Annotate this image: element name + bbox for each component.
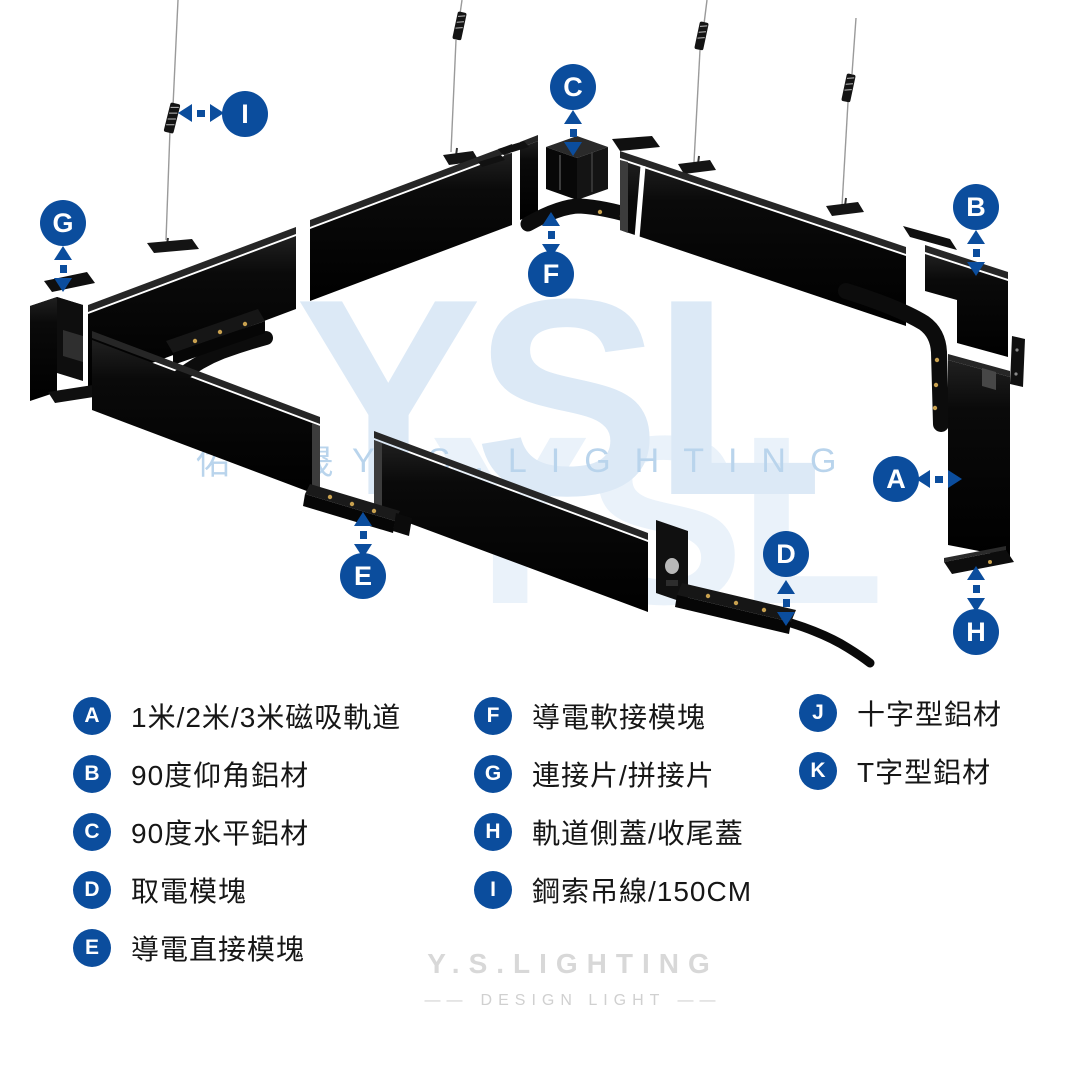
callout-arrow-g bbox=[52, 246, 74, 292]
legend-item-f: F 導電軟接模塊 bbox=[474, 687, 752, 745]
legend-item-d: D 取電模塊 bbox=[73, 861, 401, 919]
legend-item-c: C 90度水平鋁材 bbox=[73, 803, 401, 861]
legend-badge-c: C bbox=[73, 813, 111, 851]
diagram-badge-i: I bbox=[222, 91, 268, 137]
elevation-corner-piece bbox=[925, 245, 1008, 357]
back-right-track-rail bbox=[620, 151, 957, 326]
callout-arrow-e bbox=[352, 512, 374, 558]
legend-item-g: G 連接片/拼接片 bbox=[474, 745, 752, 803]
legend-label-c: 90度水平鋁材 bbox=[131, 818, 310, 849]
legend-badge-j: J bbox=[799, 694, 837, 732]
legend-label-d: 取電模塊 bbox=[131, 876, 248, 907]
straight-feed-connector bbox=[303, 484, 412, 536]
legend-badge-g: G bbox=[474, 755, 512, 793]
tagline-text: DESIGN LIGHT bbox=[480, 992, 666, 1009]
diagram-badge-e: E bbox=[340, 553, 386, 599]
power-feed-module bbox=[675, 583, 875, 668]
diagram-badge-f: F bbox=[528, 251, 574, 297]
diagram-badge-g: G bbox=[40, 200, 86, 246]
back-left-track-rail bbox=[88, 135, 538, 387]
legend-badge-b: B bbox=[73, 755, 111, 793]
wire-grip-fittings bbox=[163, 11, 856, 134]
legend-badge-e: E bbox=[73, 929, 111, 967]
legend-label-f: 導電軟接模塊 bbox=[532, 702, 707, 733]
legend-label-i: 鋼索吊線/150CM bbox=[532, 876, 753, 907]
callout-arrow-d bbox=[775, 580, 797, 626]
legend-item-b: B 90度仰角鋁材 bbox=[73, 745, 401, 803]
legend-column-1: A 1米/2米/3米磁吸軌道 B 90度仰角鋁材 C 90度水平鋁材 D 取電模… bbox=[73, 687, 401, 977]
legend-item-a: A 1米/2米/3米磁吸軌道 bbox=[73, 687, 401, 745]
legend-column-2: F 導電軟接模塊 G 連接片/拼接片 H 軌道側蓋/收尾蓋 I 鋼索吊線/150… bbox=[474, 687, 752, 919]
legend-badge-h: H bbox=[474, 813, 512, 851]
exploded-track-diagram bbox=[30, 0, 1025, 668]
tagline-dash-left: —— bbox=[424, 992, 469, 1009]
legend-item-i: I 鋼索吊線/150CM bbox=[474, 861, 752, 919]
legend-label-a: 1米/2米/3米磁吸軌道 bbox=[131, 702, 402, 733]
legend-badge-i: I bbox=[474, 871, 512, 909]
legend-label-e: 導電直接模塊 bbox=[131, 934, 306, 965]
suspension-wires bbox=[165, 0, 857, 241]
horizontal-corner-connector bbox=[478, 136, 660, 200]
magnetic-track-rail-vertical bbox=[948, 336, 1025, 557]
callout-arrow-i bbox=[178, 102, 224, 124]
diagram-badge-d: D bbox=[763, 531, 809, 577]
legend-badge-d: D bbox=[73, 871, 111, 909]
callout-arrow-a bbox=[916, 468, 962, 490]
callout-arrow-c bbox=[562, 110, 584, 156]
tagline-dash-right: —— bbox=[677, 992, 722, 1009]
diagram-badge-h: H bbox=[953, 609, 999, 655]
legend-item-j: J 十字型鋁材 bbox=[799, 684, 1002, 742]
legend-item-h: H 軌道側蓋/收尾蓋 bbox=[474, 803, 752, 861]
legend-item-e: E 導電直接模塊 bbox=[73, 919, 401, 977]
legend-label-h: 軌道側蓋/收尾蓋 bbox=[532, 818, 744, 849]
legend-badge-k: K bbox=[799, 752, 837, 790]
brand-logo: Y.S.LIGHTING bbox=[427, 948, 719, 979]
diagram-badge-a: A bbox=[873, 456, 919, 502]
diagram-badge-b: B bbox=[953, 184, 999, 230]
legend-label-g: 連接片/拼接片 bbox=[532, 760, 715, 791]
legend-badge-a: A bbox=[73, 697, 111, 735]
callout-arrow-b bbox=[965, 230, 987, 276]
legend-item-k: K T字型鋁材 bbox=[799, 742, 1002, 800]
legend-badge-f: F bbox=[474, 697, 512, 735]
flexible-feed-connector-right bbox=[838, 283, 949, 432]
track-side-cover bbox=[656, 520, 688, 604]
legend-label-j: 十字型鋁材 bbox=[857, 699, 1003, 730]
legend-label-k: T字型鋁材 bbox=[857, 757, 992, 788]
brand-tagline: —— DESIGN LIGHT —— bbox=[425, 992, 722, 1010]
legend-column-3: J 十字型鋁材 K T字型鋁材 bbox=[799, 684, 1002, 800]
track-end-cover-right bbox=[944, 546, 1014, 574]
front-left-track-rail bbox=[92, 331, 648, 612]
callout-arrow-h bbox=[965, 566, 987, 612]
legend-label-b: 90度仰角鋁材 bbox=[131, 760, 310, 791]
left-corner-assembly bbox=[30, 272, 100, 403]
diagram-badge-c: C bbox=[550, 64, 596, 110]
